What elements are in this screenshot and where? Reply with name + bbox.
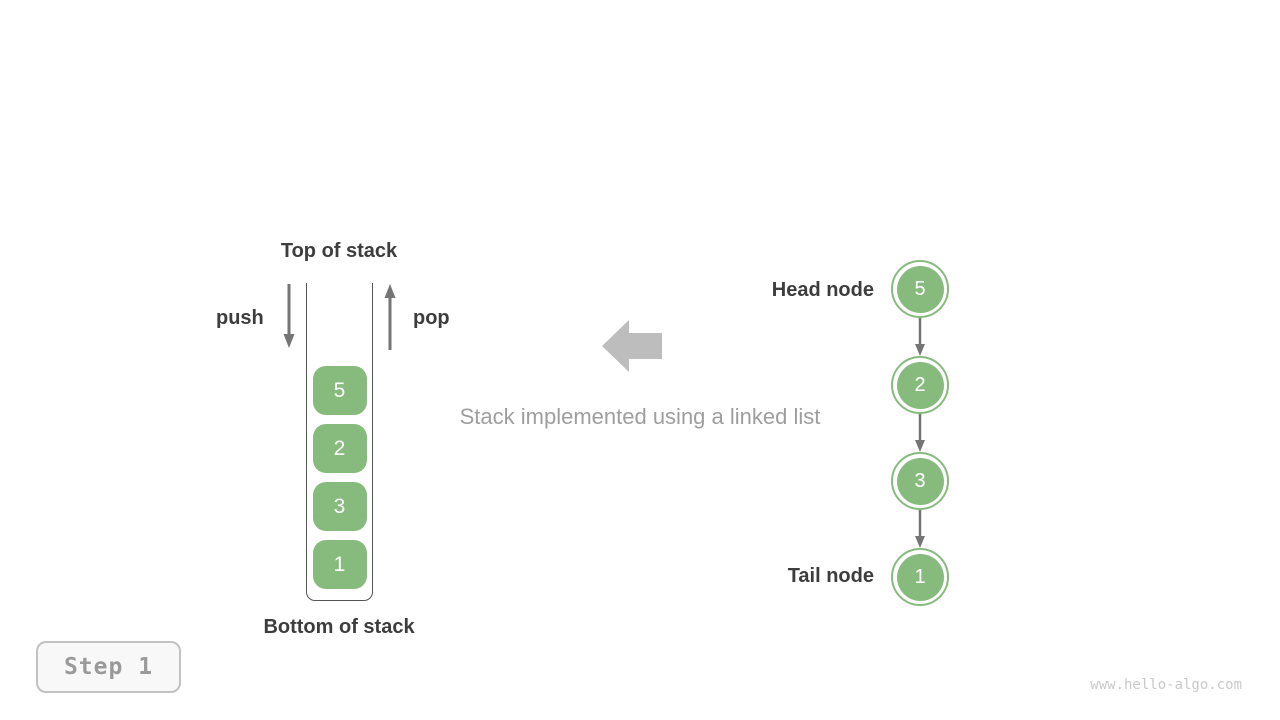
list-node: 2 — [891, 356, 949, 414]
list-node: 1 — [891, 548, 949, 606]
link-arrow-icon — [915, 318, 925, 356]
stack-item: 2 — [312, 424, 367, 473]
stack-item: 3 — [312, 482, 367, 531]
step-badge-label: Step 1 — [63, 654, 154, 680]
caption-text: Stack implemented using a linked list — [459, 404, 821, 429]
list-node-value: 2 — [896, 361, 944, 409]
tail-node-label: Tail node — [787, 565, 874, 587]
link-arrow-icon — [915, 510, 925, 548]
stack-item: 5 — [312, 366, 367, 415]
big-left-arrow-icon — [602, 320, 662, 372]
pop-label: pop — [413, 307, 450, 329]
top-of-stack-label: Top of stack — [280, 240, 398, 262]
list-node: 3 — [891, 452, 949, 510]
push-label: push — [216, 307, 264, 329]
bottom-of-stack-label: Bottom of stack — [263, 616, 415, 638]
list-node-value: 1 — [896, 553, 944, 601]
push-arrow-icon — [283, 284, 295, 348]
list-node: 5 — [891, 260, 949, 318]
link-arrow-icon — [915, 414, 925, 452]
list-node-value: 5 — [896, 265, 944, 313]
stack-item: 1 — [312, 540, 367, 589]
watermark: www.hello-algo.com — [1090, 677, 1242, 693]
head-node-label: Head node — [771, 279, 874, 301]
list-node-value: 3 — [896, 457, 944, 505]
stack-container: 5 2 3 1 — [306, 283, 373, 601]
pop-arrow-icon — [384, 284, 396, 350]
step-badge: Step 1 — [36, 641, 181, 693]
linked-list: 5 2 3 1 — [891, 260, 949, 606]
